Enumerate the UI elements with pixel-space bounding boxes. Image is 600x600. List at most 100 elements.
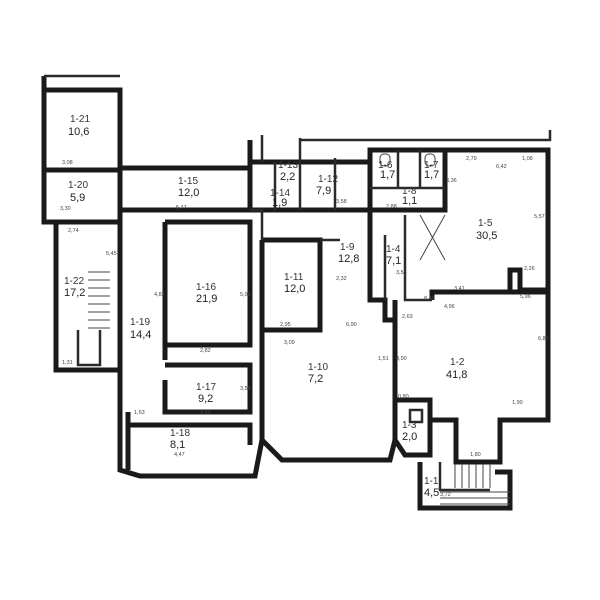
svg-text:1,90: 1,90 (512, 400, 523, 406)
room-1-7: 1-71,7 (424, 160, 439, 181)
svg-text:3,41: 3,41 (454, 286, 465, 292)
svg-text:0,80: 0,80 (398, 394, 409, 400)
svg-text:2,0: 2,0 (402, 431, 417, 443)
svg-text:1,63: 1,63 (134, 410, 145, 416)
svg-text:2,2: 2,2 (280, 171, 295, 183)
dimension-labels: 3,08 3,30 2,74 5,45 1,31 5,47 4,82 5,06 … (60, 156, 549, 498)
svg-text:4,47: 4,47 (174, 452, 185, 458)
svg-text:3,08: 3,08 (62, 160, 73, 166)
svg-text:1-19: 1-19 (130, 317, 150, 328)
room-1-9: 1-912,8 (338, 242, 359, 265)
svg-text:12,0: 12,0 (284, 283, 305, 295)
svg-text:5,45: 5,45 (106, 251, 117, 257)
svg-text:2,63: 2,63 (402, 314, 413, 320)
svg-text:1-2: 1-2 (450, 357, 465, 368)
svg-text:2,82: 2,82 (200, 348, 211, 354)
room-1-17: 1-179,2 (196, 382, 216, 405)
svg-text:2,32: 2,32 (336, 276, 347, 282)
svg-text:1-12: 1-12 (318, 174, 338, 185)
room-1-12: 1-127,9 (316, 174, 338, 197)
svg-text:1,51: 1,51 (378, 356, 389, 362)
svg-text:1-3: 1-3 (402, 420, 417, 431)
svg-text:4,82: 4,82 (154, 292, 165, 298)
svg-text:1,7: 1,7 (424, 169, 439, 181)
svg-text:1,31: 1,31 (62, 360, 73, 366)
svg-text:4,5: 4,5 (424, 487, 439, 499)
svg-text:1-1: 1-1 (424, 476, 439, 487)
svg-text:5,96: 5,96 (520, 294, 531, 300)
svg-text:1-21: 1-21 (70, 114, 90, 125)
room-1-1: 1-14,5 (424, 476, 439, 499)
svg-text:14,4: 14,4 (130, 329, 151, 341)
svg-text:1,1: 1,1 (402, 195, 417, 207)
svg-text:3,36: 3,36 (446, 178, 457, 184)
svg-text:1-11: 1-11 (284, 272, 304, 283)
room-1-13: 1-132,2 (278, 160, 298, 183)
svg-text:1,9: 1,9 (272, 197, 287, 209)
room-1-2: 1-241,8 (446, 357, 467, 381)
svg-text:2,88: 2,88 (386, 204, 397, 210)
svg-text:41,8: 41,8 (446, 369, 467, 381)
svg-text:1,08: 1,08 (522, 156, 533, 162)
svg-text:1-20: 1-20 (68, 180, 88, 191)
svg-text:3,58: 3,58 (336, 199, 347, 205)
svg-text:2,95: 2,95 (280, 322, 291, 328)
svg-text:2,26: 2,26 (524, 266, 535, 272)
room-1-6: 1-61,7 (378, 160, 395, 181)
svg-text:6,42: 6,42 (496, 164, 507, 170)
svg-text:5,47: 5,47 (176, 205, 187, 211)
svg-text:8,1: 8,1 (170, 439, 185, 451)
svg-text:5,06: 5,06 (240, 292, 251, 298)
room-1-4: 1-47,1 (386, 244, 401, 267)
svg-text:3,72: 3,72 (440, 492, 451, 498)
stairs-left (88, 271, 110, 329)
svg-text:1-18: 1-18 (170, 428, 190, 439)
svg-text:12,8: 12,8 (338, 253, 359, 265)
svg-text:1-4: 1-4 (386, 244, 401, 255)
svg-text:17,2: 17,2 (64, 287, 85, 299)
room-1-20: 1-205,9 (68, 180, 88, 204)
svg-text:1-22: 1-22 (64, 276, 84, 287)
walls (41, 74, 552, 511)
svg-text:1-6: 1-6 (378, 160, 393, 171)
svg-text:6,85: 6,85 (538, 336, 549, 342)
svg-text:6,90: 6,90 (346, 322, 357, 328)
svg-text:1-9: 1-9 (340, 242, 355, 253)
svg-text:5,9: 5,9 (70, 192, 85, 204)
svg-text:1-15: 1-15 (178, 176, 198, 187)
svg-text:1-14: 1-14 (270, 188, 290, 199)
svg-text:9,2: 9,2 (198, 393, 213, 405)
room-1-8: 1-81,1 (402, 186, 417, 207)
room-1-14: 1-141,9 (270, 188, 290, 209)
svg-text:1,80: 1,80 (470, 452, 481, 458)
room-1-3: 1-32,0 (402, 420, 417, 443)
svg-text:2,74: 2,74 (68, 228, 79, 234)
stairs-entrance (440, 464, 510, 505)
svg-text:3,55: 3,55 (240, 386, 251, 392)
svg-text:7,2: 7,2 (308, 373, 323, 385)
svg-text:1-10: 1-10 (308, 362, 328, 373)
svg-text:2,79: 2,79 (466, 156, 477, 162)
svg-text:10,6: 10,6 (68, 126, 89, 138)
svg-text:12,0: 12,0 (178, 187, 199, 199)
svg-text:1-16: 1-16 (196, 282, 216, 293)
svg-text:7,1: 7,1 (386, 255, 401, 267)
svg-text:4,90: 4,90 (396, 356, 407, 362)
svg-text:1-8: 1-8 (402, 186, 417, 197)
svg-text:1,7: 1,7 (380, 169, 395, 181)
svg-text:1-5: 1-5 (478, 218, 493, 229)
room-1-5: 1-530,5 (476, 218, 497, 242)
svg-text:3,09: 3,09 (284, 340, 295, 346)
svg-text:7,9: 7,9 (316, 185, 331, 197)
svg-text:3,30: 3,30 (60, 206, 71, 212)
svg-text:5,57: 5,57 (534, 214, 545, 220)
svg-text:1-7: 1-7 (424, 160, 439, 171)
svg-text:8,40: 8,40 (424, 296, 435, 302)
